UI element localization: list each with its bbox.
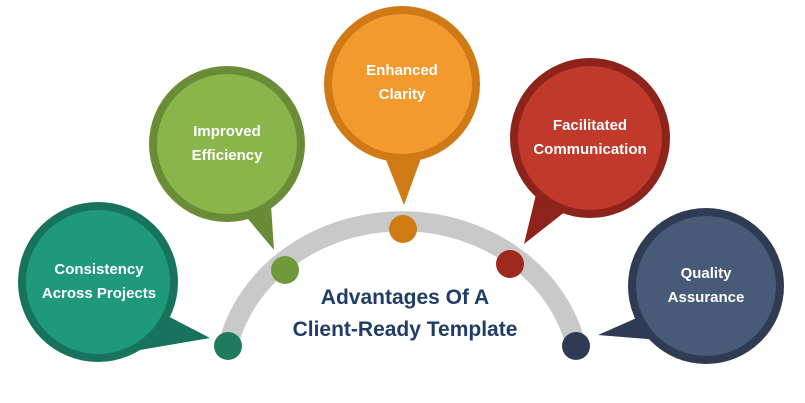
- bubble-quality: [598, 208, 784, 364]
- bubble-efficiency: [149, 66, 305, 250]
- bubble-fill-consistency: [26, 210, 170, 354]
- bubble-fill-clarity: [332, 14, 472, 154]
- bubble-consistency: [18, 202, 210, 362]
- bubble-pointer-clarity: [382, 150, 424, 205]
- bubble-clarity: [324, 6, 480, 205]
- connector-dot-quality: [562, 332, 590, 360]
- bubble-label-efficiency: Improved Efficiency: [191, 123, 263, 164]
- bubble-fill-communication: [518, 66, 662, 210]
- connector-dot-efficiency: [271, 256, 299, 284]
- bubble-label-consistency: Consistency Across Projects: [41, 261, 157, 302]
- connector-dot-clarity: [389, 215, 417, 243]
- connector-dot-consistency: [214, 332, 242, 360]
- bubble-label-clarity: Enhanced Clarity: [366, 62, 438, 103]
- bubble-fill-quality: [636, 216, 776, 356]
- connector-dot-communication: [496, 250, 524, 278]
- center-title: Advantages Of A Client-Ready Template: [292, 286, 518, 341]
- bubble-group: [18, 6, 784, 364]
- connector-dots: [214, 215, 590, 360]
- bubble-label-quality: Quality Assurance: [667, 265, 745, 306]
- bubble-fill-efficiency: [157, 74, 297, 214]
- bubble-label-communication: Facilitated Communication: [533, 117, 647, 158]
- bubble-communication: [510, 58, 670, 244]
